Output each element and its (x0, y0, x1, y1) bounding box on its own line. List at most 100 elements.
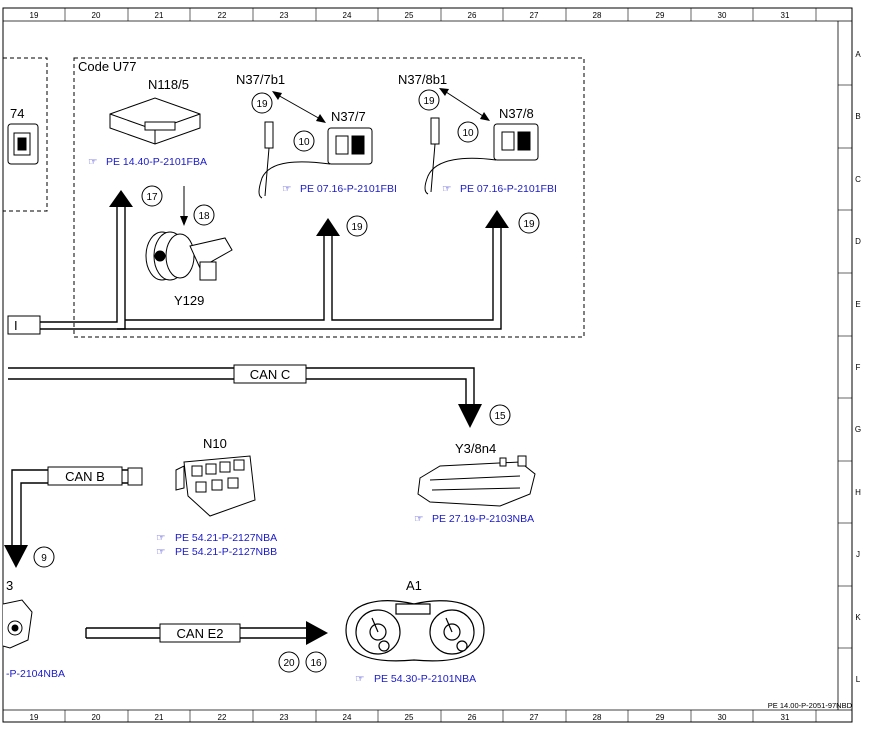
a1-instrument-cluster-icon (345, 600, 485, 662)
pointing-hand-icon: ☞ (414, 513, 423, 525)
y3-8n4-module-icon (417, 455, 536, 507)
row-label: H (855, 488, 861, 497)
row-label: A (855, 50, 861, 59)
pointing-hand-icon: ☞ (88, 156, 97, 168)
n10-label: N10 (203, 436, 227, 451)
n37-7-arrow-head-b (316, 114, 326, 123)
n37-8-label: N37/8 (499, 106, 534, 121)
column-label: 29 (656, 713, 665, 722)
row-header: A B C D E F G H J K L (838, 50, 861, 684)
n10-module-icon (175, 455, 256, 517)
can-e2-label: CAN E2 (177, 626, 224, 641)
column-label: 25 (405, 11, 414, 20)
column-label: 25 (405, 713, 414, 722)
n37-7-arrow-head-a (272, 91, 282, 100)
column-header-top: 19 20 21 22 23 24 25 26 27 28 29 30 31 (30, 8, 817, 21)
marker-9-label: 9 (41, 553, 47, 564)
column-label: 31 (781, 11, 790, 20)
arrow-18-head (180, 216, 188, 226)
column-label: 27 (530, 713, 539, 722)
marker-18-label: 18 (198, 211, 210, 222)
marker-19 (418, 89, 440, 111)
row-label: J (856, 550, 860, 559)
code-u77-box (73, 57, 585, 338)
ref-link: PE 54.30-P-2101NBA (374, 673, 476, 685)
marker-10-label: 10 (462, 128, 474, 139)
arrow-up-n37-8 (485, 210, 509, 228)
column-label: 23 (280, 713, 289, 722)
can-c-bus (8, 367, 475, 404)
marker-20-label: 20 (283, 658, 295, 669)
arrow-down-left (4, 545, 28, 568)
column-label: 27 (530, 11, 539, 20)
pointing-hand-icon: ☞ (442, 183, 451, 195)
arrow-down-y3-8n4 (458, 404, 482, 428)
marker-19-label: 19 (423, 96, 435, 107)
marker-10 (457, 121, 479, 143)
n10-ref-1: ☞ PE 54.21-P-2127NBA (156, 532, 277, 544)
column-label: 24 (343, 713, 352, 722)
n118-5-ref: ☞ PE 14.40-P-2101FBA (88, 156, 207, 168)
ref-link: PE 27.19-P-2103NBA (432, 513, 534, 525)
y3-8n4-label: Y3/8n4 (455, 441, 496, 456)
can-c-label: CAN C (250, 367, 290, 382)
column-label: 24 (343, 11, 352, 20)
marker-19 (251, 92, 273, 114)
column-label: 19 (30, 713, 39, 722)
diagram-frame (2, 7, 853, 723)
ref-link: PE 07.16-P-2101FBI (300, 183, 397, 195)
pointing-hand-icon: ☞ (282, 183, 291, 195)
y3-8n4-ref: ☞ PE 27.19-P-2103NBA (414, 513, 534, 525)
y129-valve-icon (145, 231, 233, 281)
a1-label: A1 (406, 578, 422, 593)
can-b-end-box (127, 467, 143, 486)
marker-19-label: 19 (351, 222, 363, 233)
column-label: 26 (468, 713, 477, 722)
row-label: B (855, 112, 860, 121)
ref-link: PE 54.21-P-2127NBA (175, 532, 277, 544)
column-label: 28 (593, 713, 602, 722)
marker-9 (33, 546, 55, 568)
column-label: 29 (656, 11, 665, 20)
document-id: PE 14.00-P-2051-97NBD (768, 701, 853, 710)
marker-19-label: 19 (523, 219, 535, 230)
code-box-label: Code U77 (78, 59, 137, 74)
n37-7-ref: ☞ PE 07.16-P-2101FBI (282, 183, 397, 195)
pointing-hand-icon: ☞ (156, 532, 165, 544)
n118-5-label: N118/5 (148, 77, 189, 92)
n37-8b1-label: N37/8b1 (398, 72, 447, 87)
marker-16 (305, 651, 327, 673)
column-label: 21 (155, 713, 164, 722)
n37-8-ref: ☞ PE 07.16-P-2101FBI (442, 183, 557, 195)
row-label: L (856, 675, 861, 684)
column-label: 22 (218, 713, 227, 722)
row-label: K (855, 613, 861, 622)
row-label: C (855, 175, 861, 184)
n37-8-arrow-head-b (480, 112, 490, 121)
marker-10-label: 10 (298, 137, 310, 148)
row-label: F (856, 363, 861, 372)
column-label: 28 (593, 11, 602, 20)
marker-10 (293, 130, 315, 152)
n37-8-link-line (442, 89, 487, 119)
row-label: G (855, 425, 861, 434)
column-header-bottom: 19 20 21 22 23 24 25 26 27 28 29 30 31 (30, 710, 817, 722)
column-label: 21 (155, 11, 164, 20)
internal-bus-lines (38, 204, 502, 330)
column-label: 22 (218, 11, 227, 20)
ref-link: PE 54.21-P-2127NBB (175, 546, 277, 558)
n118-5-module-icon (109, 97, 201, 145)
column-label: 31 (781, 713, 790, 722)
marker-19 (518, 212, 540, 234)
arrow-up-n37-7 (316, 218, 340, 236)
left-line-label: I (14, 318, 18, 333)
marker-16-label: 16 (310, 658, 322, 669)
column-label: 20 (92, 713, 101, 722)
can-c-label-box (233, 364, 307, 384)
n37-8-sensor-icon (424, 117, 539, 195)
marker-18 (193, 204, 215, 226)
marker-17-label: 17 (146, 192, 158, 203)
marker-20 (278, 651, 300, 673)
can-e2-label-box (159, 623, 241, 643)
